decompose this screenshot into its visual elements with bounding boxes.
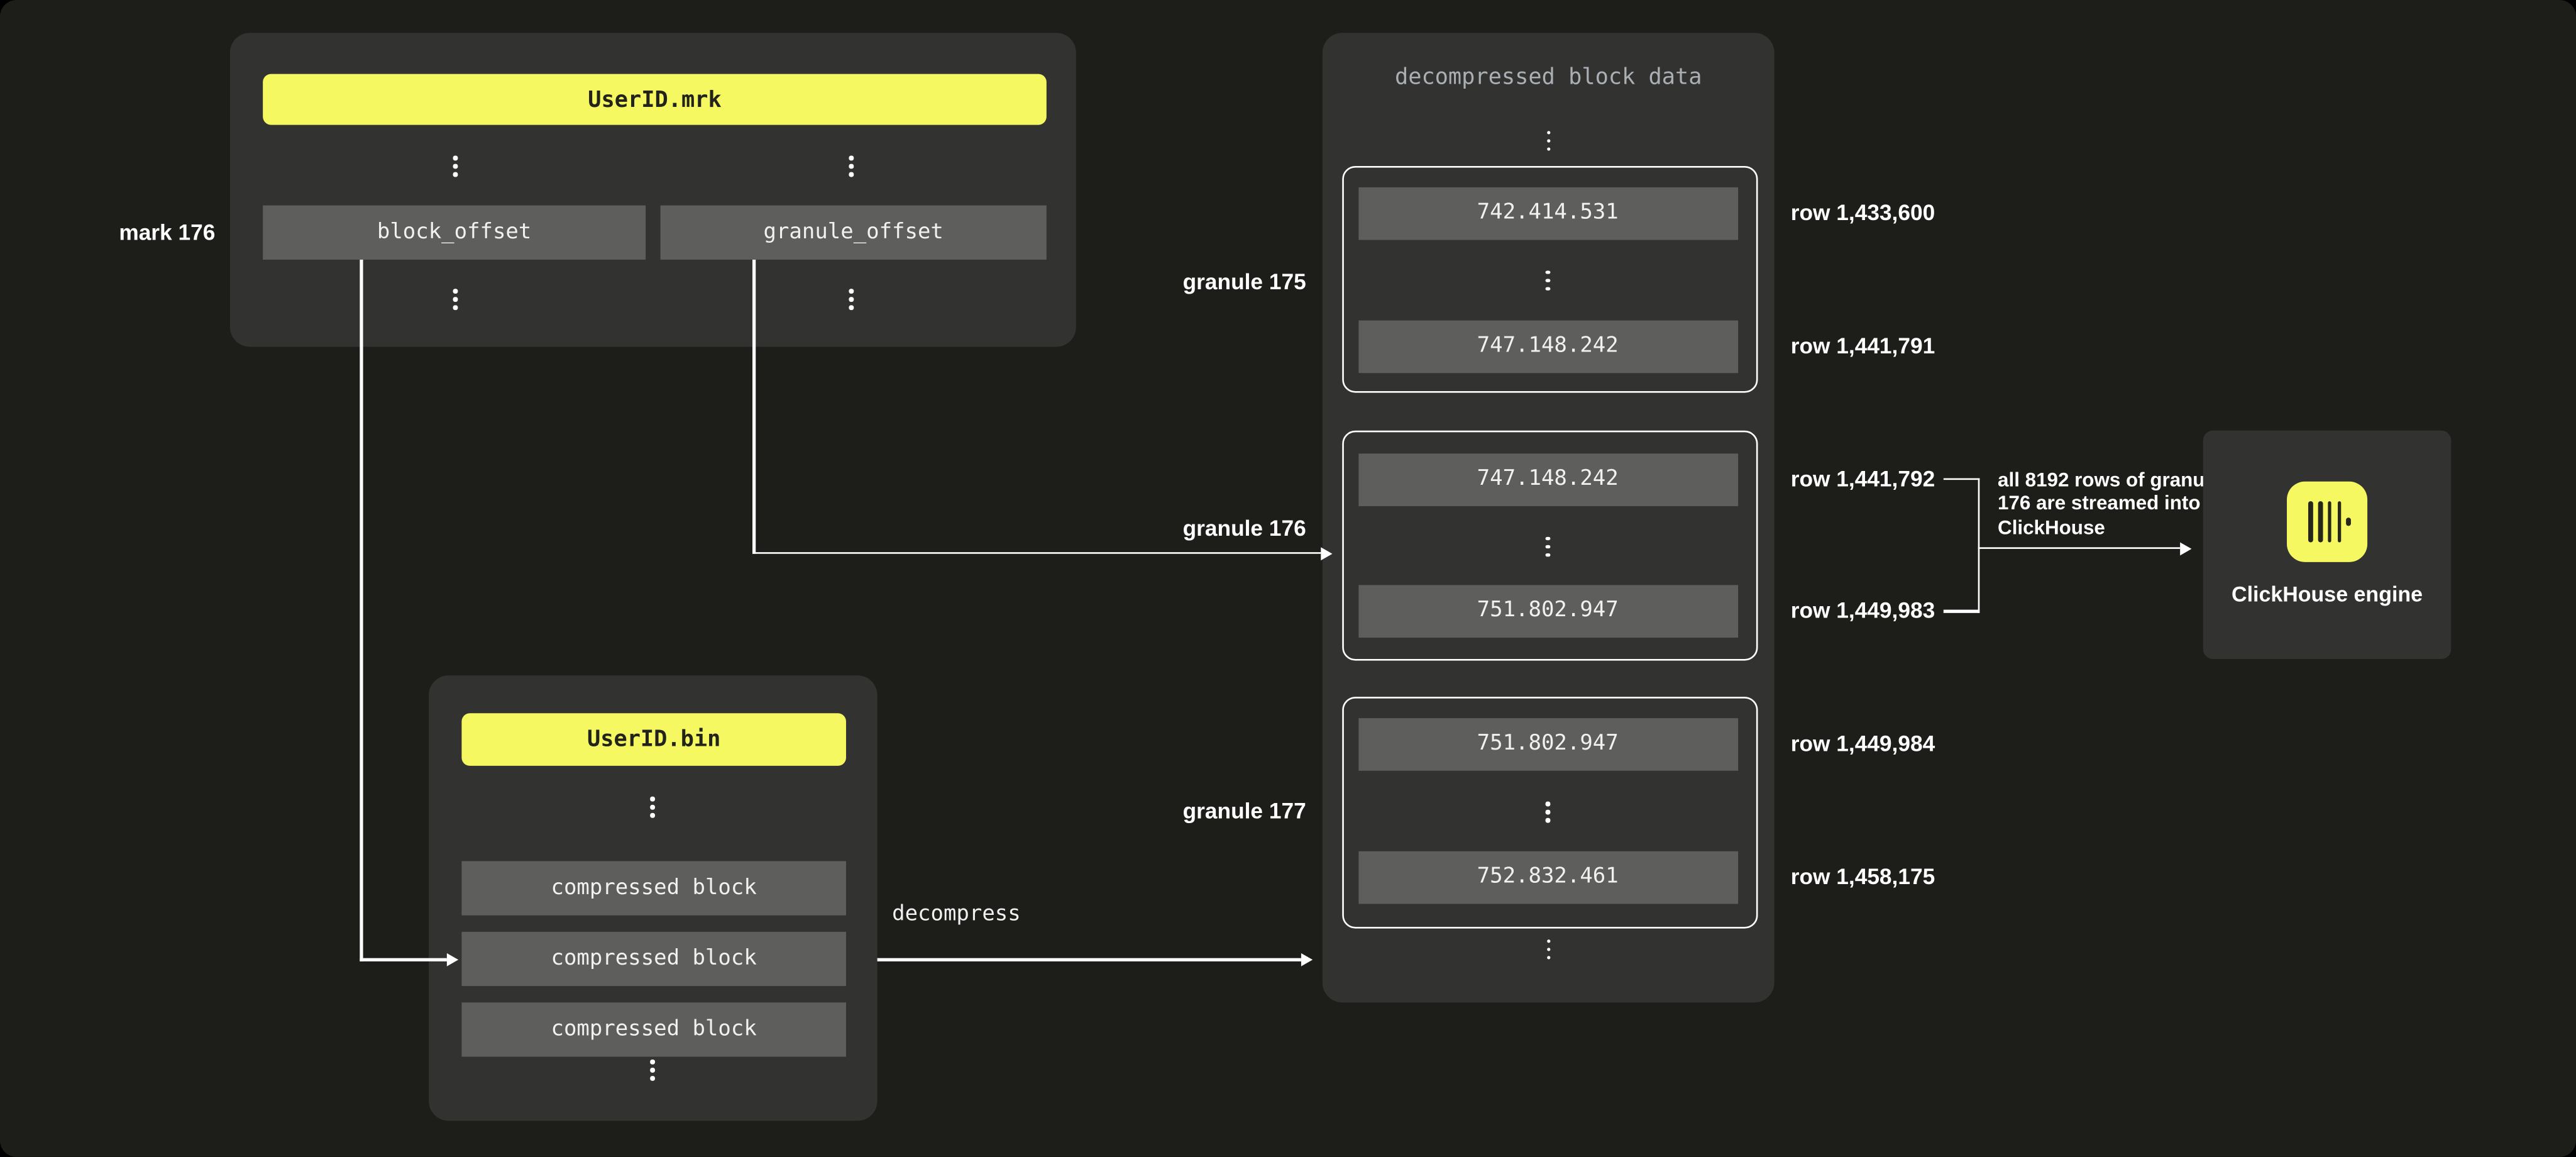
mrk-file-name: UserID.mrk: [588, 86, 722, 113]
mrk-file-panel: UserID.mrk block_offset granule_offset: [229, 33, 1076, 347]
compressed-block-label: compressed block: [551, 946, 757, 972]
granule-175-last-value: 747.148.242: [1358, 319, 1738, 373]
vertical-ellipsis: [1545, 278, 1550, 282]
bracket-bottom-stub: [1943, 610, 1980, 613]
block-offset-label: block_offset: [377, 220, 532, 245]
arrowhead-icon: [1301, 953, 1313, 966]
row-label-1449984: row 1,449,984: [1790, 731, 1935, 756]
decompressed-panel-title: decompressed block data: [1394, 64, 1702, 91]
compressed-block-label: compressed block: [551, 1017, 757, 1042]
decompress-arrow-line: [877, 958, 1301, 961]
logo-bar-short: [2346, 517, 2352, 526]
row-label-1458175: row 1,458,175: [1790, 864, 1935, 889]
vertical-ellipsis: [1545, 544, 1550, 549]
granule-175-first-value: 742.414.531: [1358, 186, 1738, 240]
granule-177-label: granule 177: [1182, 799, 1306, 824]
userid-value: 751.802.947: [1477, 731, 1619, 756]
logo-bar: [2327, 501, 2332, 543]
arrowhead-icon: [2180, 541, 2192, 555]
granule-177-last-value: 752.832.461: [1358, 850, 1738, 904]
granule-176-box: 747.148.242 751.802.947: [1342, 430, 1758, 661]
clickhouse-engine-label: ClickHouse engine: [2232, 582, 2423, 607]
vertical-ellipsis: [849, 163, 854, 169]
vertical-ellipsis: [1546, 946, 1551, 951]
arrowhead-icon: [446, 953, 459, 966]
compressed-block-3: compressed block: [461, 1002, 846, 1057]
logo-bar: [2308, 501, 2313, 543]
userid-value: 751.802.947: [1477, 598, 1619, 623]
bin-file-header: UserID.bin: [461, 713, 846, 766]
granule-offset-cell: granule_offset: [660, 205, 1047, 260]
compressed-block-label: compressed block: [551, 876, 757, 901]
clickhouse-engine-panel: ClickHouse engine: [2203, 430, 2452, 660]
mrk-file-header: UserID.mrk: [263, 74, 1047, 125]
granule-176-first-value: 747.148.242: [1358, 453, 1738, 506]
granule-offset-connector-horizontal: [753, 551, 1322, 555]
row-label-1441792: row 1,441,792: [1790, 467, 1935, 492]
block-offset-connector-horizontal: [360, 958, 448, 961]
vertical-ellipsis: [1545, 809, 1550, 814]
userid-value: 747.148.242: [1477, 333, 1619, 358]
vertical-ellipsis: [1546, 138, 1551, 143]
granule-175-label: granule 175: [1182, 269, 1306, 294]
block-offset-cell: block_offset: [263, 205, 646, 260]
userid-value: 752.832.461: [1477, 864, 1619, 890]
vertical-ellipsis: [650, 1068, 654, 1072]
bin-file-name: UserID.bin: [586, 726, 721, 753]
granule-176-label: granule 176: [1182, 516, 1306, 541]
annotation-line: all 8192 rows of granule: [1998, 467, 2221, 491]
vertical-ellipsis: [849, 297, 854, 302]
clickhouse-logo-icon: [2287, 480, 2368, 562]
granule-175-box: 742.414.531 747.148.242: [1342, 165, 1758, 392]
decompressed-data-panel: decompressed block data 742.414.531 747.…: [1322, 33, 1775, 1003]
stream-arrow-line: [1978, 547, 2181, 550]
compressed-block-2: compressed block: [461, 931, 846, 987]
logo-bar: [2337, 501, 2342, 543]
logo-bar: [2318, 501, 2323, 543]
annotation-line: 176 are streamed into: [1998, 491, 2201, 515]
block-offset-connector-vertical: [360, 259, 363, 961]
row-label-1449983: row 1,449,983: [1790, 598, 1935, 623]
stream-annotation: all 8192 rows of granule 176 are streame…: [1998, 468, 2228, 540]
mark-176-label: mark 176: [119, 220, 216, 245]
userid-value: 742.414.531: [1477, 201, 1619, 226]
granule-offset-connector-vertical: [753, 259, 756, 554]
bracket-vertical: [1978, 478, 1981, 613]
vertical-ellipsis: [650, 804, 654, 809]
vertical-ellipsis: [453, 297, 458, 302]
annotation-line: ClickHouse: [1998, 515, 2105, 539]
decompress-label: decompress: [892, 902, 1021, 927]
compressed-block-1: compressed block: [461, 861, 846, 916]
granule-177-box: 751.802.947 752.832.461: [1342, 697, 1758, 929]
bin-file-panel: UserID.bin compressed block compressed b…: [429, 675, 878, 1121]
row-label-1441791: row 1,441,791: [1790, 333, 1935, 358]
row-label-1433600: row 1,433,600: [1790, 200, 1935, 226]
arrowhead-icon: [1321, 546, 1333, 560]
granule-176-last-value: 751.802.947: [1358, 584, 1738, 637]
granule-177-first-value: 751.802.947: [1358, 717, 1738, 770]
granule-offset-label: granule_offset: [763, 220, 944, 245]
userid-value: 747.148.242: [1477, 467, 1619, 492]
vertical-ellipsis: [453, 163, 458, 169]
bracket-top-stub: [1943, 478, 1980, 480]
